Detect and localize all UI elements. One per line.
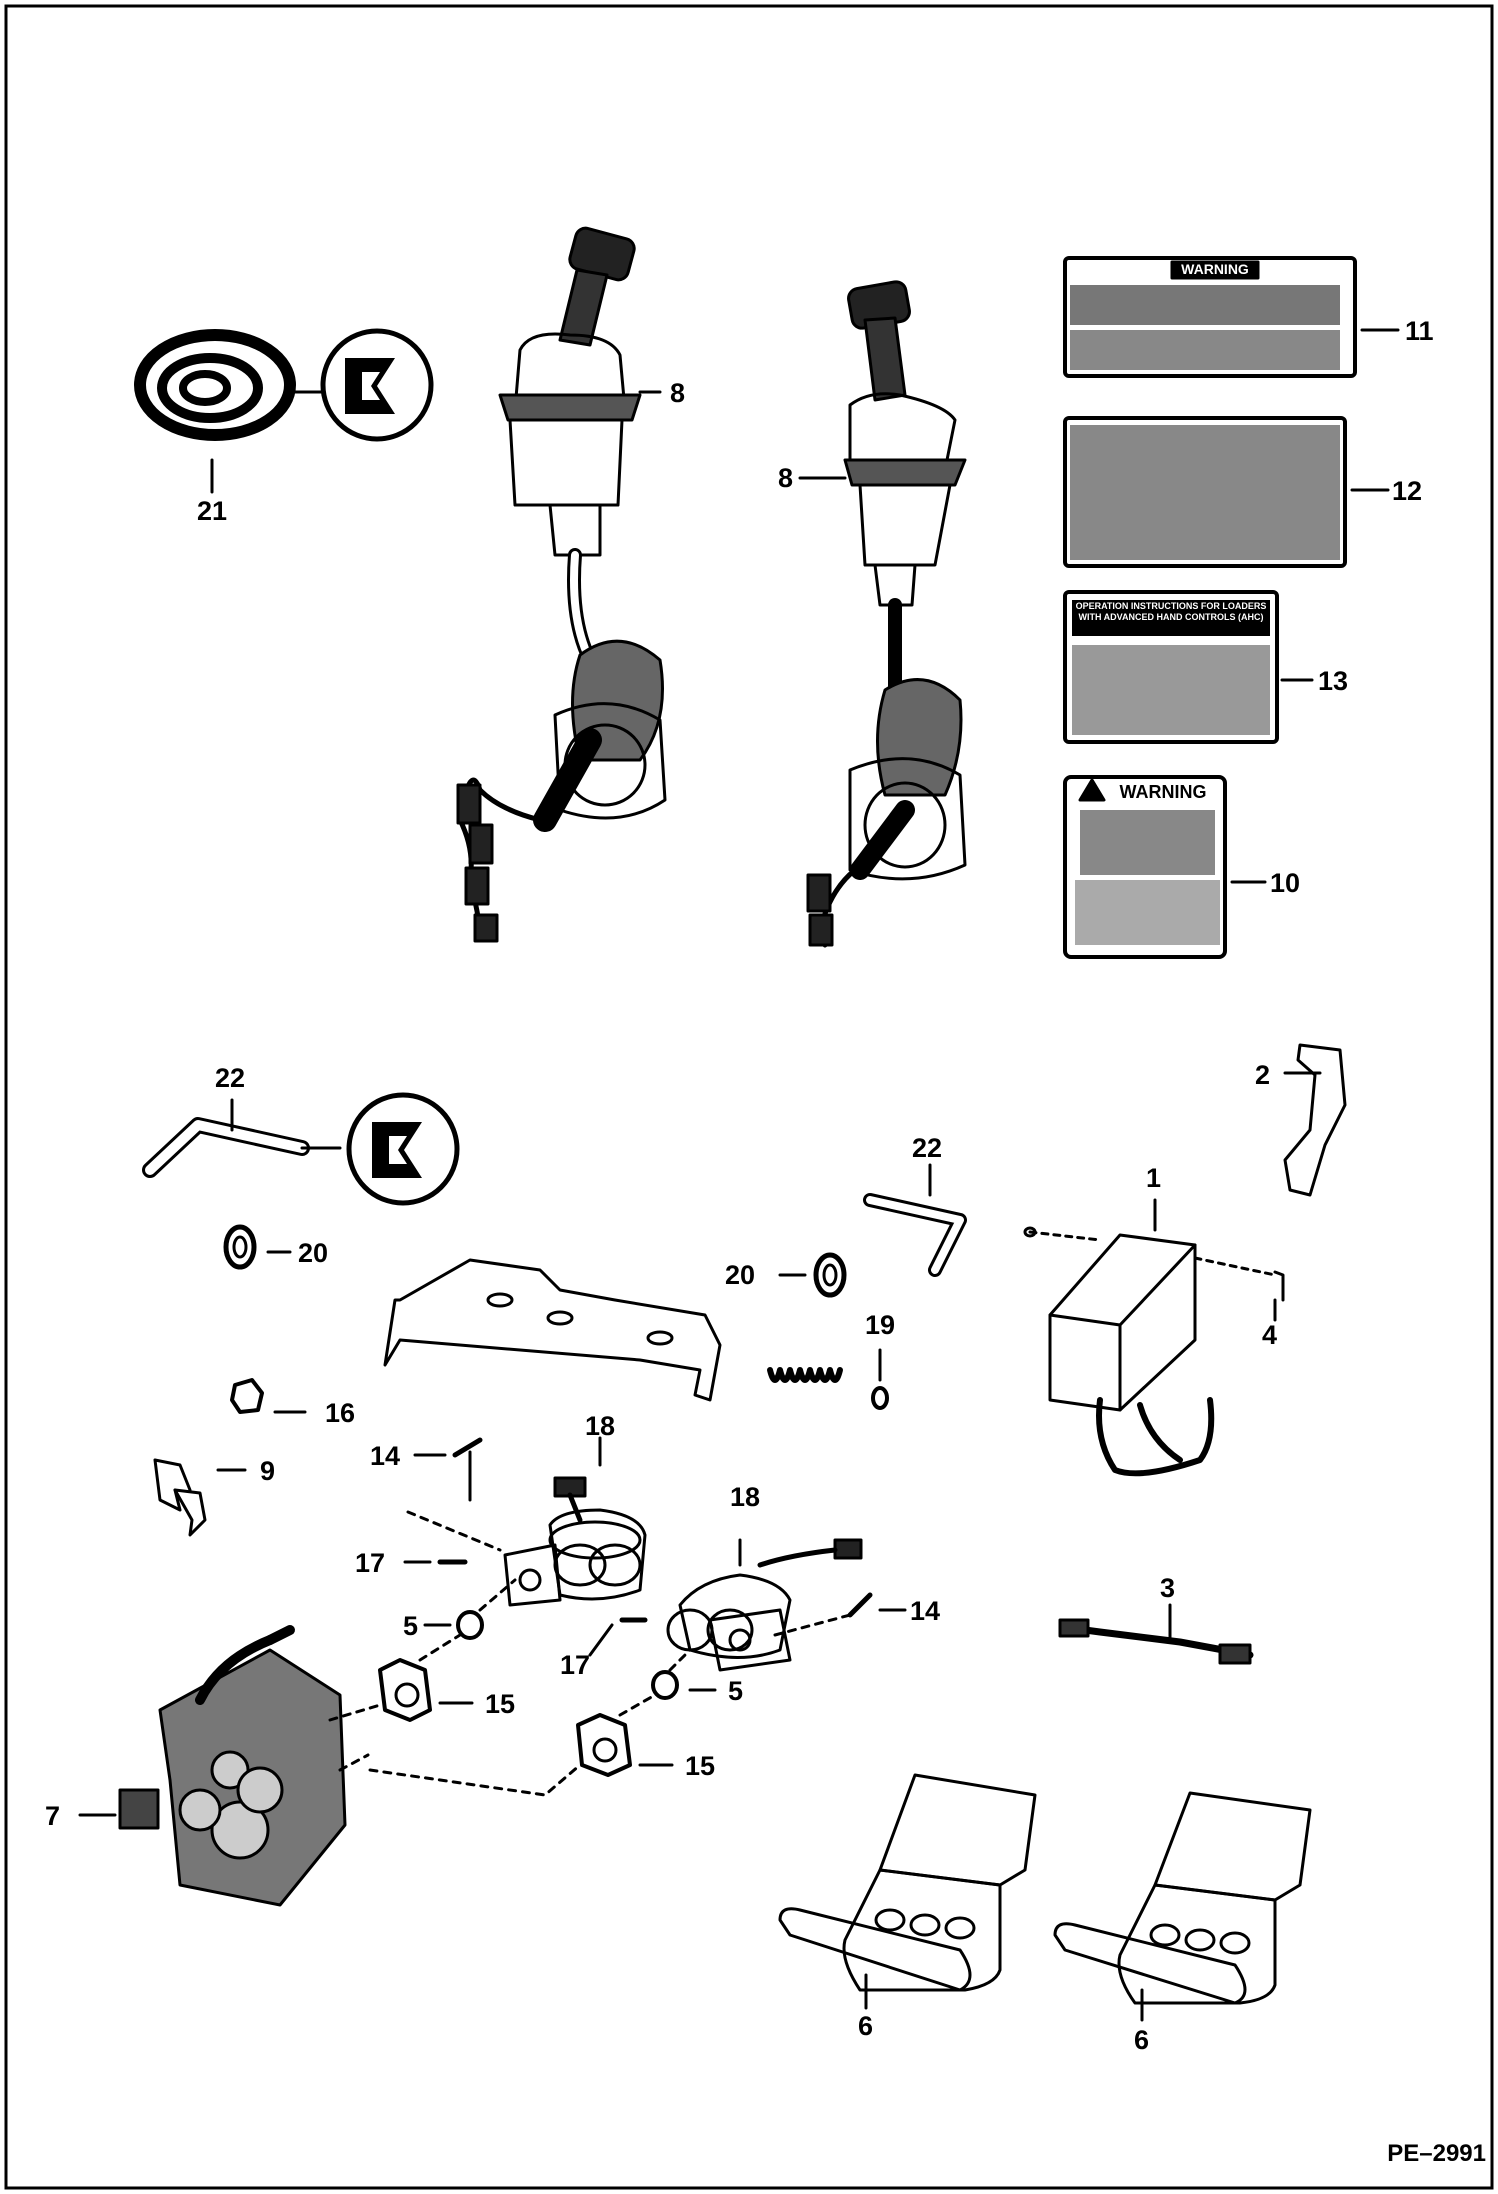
foot-rest-6-right bbox=[1053, 1791, 1312, 2022]
callout-15-right: 15 bbox=[685, 1751, 716, 1781]
bracket-2 bbox=[1283, 1043, 1347, 1197]
decal-11-title: WARNING bbox=[1181, 261, 1249, 277]
o-ring-5-right bbox=[651, 1648, 717, 1700]
callout-19: 19 bbox=[865, 1310, 896, 1340]
callout-12: 12 bbox=[1392, 476, 1423, 506]
spring-19 bbox=[767, 1348, 889, 1410]
decal-10-title: WARNING bbox=[1119, 782, 1207, 802]
callout-7: 7 bbox=[45, 1801, 61, 1831]
callout-17-left: 17 bbox=[355, 1548, 386, 1578]
callout-20-left: 20 bbox=[298, 1238, 329, 1268]
hose-coil-21 bbox=[134, 329, 296, 494]
hex-key-22-left bbox=[142, 1098, 342, 1178]
decal-12 bbox=[1063, 416, 1390, 568]
decal-13-title: OPERATION INSTRUCTIONS FOR LOADERS WITH … bbox=[1075, 601, 1267, 622]
callout-10: 10 bbox=[1270, 868, 1301, 898]
callout-11: 11 bbox=[1405, 316, 1434, 346]
solenoid-valve-18-left bbox=[406, 1436, 647, 1607]
callout-17-right: 17 bbox=[560, 1650, 591, 1680]
document-id: PE–2991 bbox=[1387, 2140, 1486, 2167]
flange-15-left bbox=[378, 1633, 474, 1722]
callout-13: 13 bbox=[1318, 666, 1349, 696]
bracket-9 bbox=[153, 1458, 247, 1537]
hex-key-22-right bbox=[863, 1163, 967, 1277]
decal-13 bbox=[1063, 590, 1314, 744]
page-border bbox=[4, 4, 1494, 2190]
joystick-right bbox=[798, 280, 967, 948]
joystick-left bbox=[456, 226, 667, 943]
nut-16 bbox=[230, 1378, 307, 1414]
pin-14-right bbox=[847, 1592, 907, 1618]
callout-3: 3 bbox=[1160, 1573, 1176, 1603]
callout-4: 4 bbox=[1262, 1320, 1278, 1350]
callout-15-left: 15 bbox=[485, 1689, 516, 1719]
callout-6-right: 6 bbox=[1134, 2025, 1150, 2055]
callout-21: 21 bbox=[197, 496, 228, 526]
grommet-20-right bbox=[778, 1252, 847, 1298]
pin-17-right bbox=[588, 1617, 648, 1657]
kit-symbol-21 bbox=[291, 328, 434, 442]
decal-11 bbox=[1063, 256, 1400, 378]
foot-rest-6-left bbox=[778, 1773, 1037, 2010]
callout-14-right: 14 bbox=[910, 1596, 941, 1626]
callout-1: 1 bbox=[1146, 1163, 1162, 1193]
grommet-20-left bbox=[223, 1224, 292, 1270]
callout-16: 16 bbox=[325, 1398, 356, 1428]
callout-14-left: 14 bbox=[370, 1441, 401, 1471]
control-valve-7 bbox=[78, 1625, 382, 1907]
callout-5-right: 5 bbox=[728, 1676, 744, 1706]
callout-8-left: 8 bbox=[670, 378, 686, 408]
controller-box-1 bbox=[1023, 1198, 1285, 1477]
callout-18-left: 18 bbox=[585, 1411, 616, 1441]
decal-10 bbox=[1063, 775, 1267, 959]
cable-3 bbox=[1058, 1603, 1254, 1665]
callout-20-right: 20 bbox=[725, 1260, 756, 1290]
flange-15-right bbox=[368, 1693, 674, 1797]
callout-22-right: 22 bbox=[912, 1133, 943, 1163]
callout-9: 9 bbox=[260, 1456, 276, 1486]
solenoid-valve-18-right bbox=[666, 1538, 863, 1672]
callout-22-left: 22 bbox=[215, 1063, 246, 1093]
pin-14-left bbox=[413, 1437, 483, 1458]
callout-2: 2 bbox=[1255, 1060, 1271, 1090]
callout-8-right: 8 bbox=[778, 463, 794, 493]
kit-symbol-22 bbox=[346, 1092, 460, 1206]
callout-6-left: 6 bbox=[858, 2011, 874, 2041]
callout-18-right: 18 bbox=[730, 1482, 761, 1512]
mounting-plate bbox=[383, 1258, 722, 1402]
o-ring-5-left bbox=[423, 1578, 517, 1640]
callout-5-left: 5 bbox=[403, 1611, 419, 1641]
